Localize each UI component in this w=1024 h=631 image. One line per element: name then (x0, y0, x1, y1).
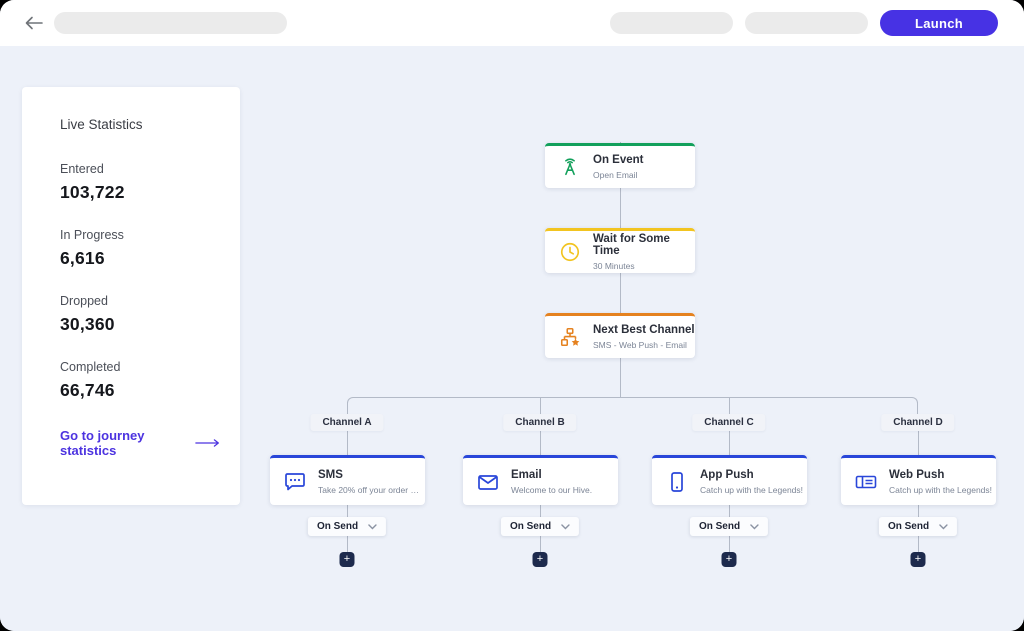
node-next-best-channel[interactable]: Next Best Channel SMS - Web Push - Email (545, 313, 695, 358)
journey-statistics-link[interactable]: Go to journey statistics (60, 428, 220, 458)
stat-value: 103,722 (60, 182, 125, 202)
node-text: Next Best Channel SMS - Web Push - Email (593, 324, 695, 350)
clock-icon (558, 240, 582, 264)
branch-connector-rail (347, 397, 918, 414)
journey-canvas[interactable]: Live Statistics Entered 103,722 In Progr… (0, 46, 1024, 631)
chevron-down-icon (939, 523, 948, 529)
node-title: App Push (700, 468, 754, 481)
node-subtitle: 30 Minutes (593, 261, 635, 271)
connector (729, 398, 730, 414)
connector (540, 398, 541, 414)
on-send-dropdown-sms[interactable]: On Send (307, 517, 387, 536)
connector (620, 188, 621, 228)
add-step-button[interactable]: + (910, 552, 926, 567)
journey-title-placeholder (54, 12, 287, 34)
launch-button[interactable]: Launch (880, 10, 998, 36)
app-push-icon (665, 470, 689, 494)
header-placeholder-2 (745, 12, 868, 34)
on-send-label: On Send (887, 521, 930, 532)
node-text: Web Push Catch up with the Legends! (889, 469, 992, 495)
sms-icon (283, 470, 307, 494)
back-arrow-icon (25, 16, 43, 30)
stat-label: Completed (60, 360, 121, 374)
on-send-dropdown-web-push[interactable]: On Send (878, 517, 958, 536)
node-title: SMS (318, 468, 343, 481)
connector (620, 358, 621, 398)
add-step-button[interactable]: + (532, 552, 548, 567)
node-email[interactable]: Email Welcome to our Hive. (463, 455, 618, 505)
chevron-down-icon (750, 523, 759, 529)
stat-value: 30,360 (60, 314, 115, 334)
email-icon (476, 470, 500, 494)
journey-statistics-link-label: Go to journey statistics (60, 428, 145, 458)
stat-entered: Entered 103,722 (60, 162, 220, 203)
stat-value: 6,616 (60, 248, 105, 268)
chevron-down-icon (561, 523, 570, 529)
node-title: On Event (593, 154, 644, 166)
node-title: Web Push (889, 468, 945, 481)
node-text: On Event Open Email (593, 154, 643, 180)
stat-dropped: Dropped 30,360 (60, 294, 220, 335)
on-send-label: On Send (698, 521, 741, 532)
on-send-dropdown-app-push[interactable]: On Send (689, 517, 769, 536)
node-subtitle: Catch up with the Legends! (700, 484, 804, 495)
node-subtitle: SMS - Web Push - Email (593, 340, 687, 350)
header-placeholder-1 (610, 12, 733, 34)
channel-b-label: Channel B (503, 414, 577, 431)
node-title: Wait for Some Time (593, 233, 670, 257)
chevron-down-icon (368, 523, 377, 529)
node-subtitle: Take 20% off your order with code ... (318, 484, 425, 495)
stat-in-progress: In Progress 6,616 (60, 228, 220, 269)
channel-d-label: Channel D (881, 414, 955, 431)
node-sms[interactable]: SMS Take 20% off your order with code ..… (270, 455, 425, 505)
node-text: App Push Catch up with the Legends! (700, 469, 803, 495)
connector (918, 431, 919, 455)
stat-value: 66,746 (60, 380, 115, 400)
antenna-icon (558, 155, 582, 179)
add-step-button[interactable]: + (339, 552, 355, 567)
connector (620, 273, 621, 313)
node-subtitle: Welcome to our Hive. (511, 484, 593, 495)
node-subtitle: Catch up with the Legends! (889, 484, 993, 495)
back-button[interactable] (22, 11, 46, 35)
connector (347, 431, 348, 455)
node-text: SMS Take 20% off your order with code ..… (318, 469, 425, 495)
arrow-right-icon (195, 439, 220, 447)
add-step-button[interactable]: + (721, 552, 737, 567)
live-statistics-panel: Live Statistics Entered 103,722 In Progr… (22, 87, 240, 505)
node-subtitle: Open Email (593, 170, 638, 180)
stats-panel-title: Live Statistics (60, 117, 143, 132)
channel-c-label: Channel C (692, 414, 766, 431)
connector (620, 142, 621, 143)
stat-label: In Progress (60, 228, 124, 242)
node-title: Next Best Channel (593, 324, 695, 336)
on-send-dropdown-email[interactable]: On Send (500, 517, 580, 536)
node-title: Email (511, 468, 542, 481)
top-bar: Launch (0, 0, 1024, 46)
stat-completed: Completed 66,746 (60, 360, 220, 401)
node-wait[interactable]: Wait for Some Time 30 Minutes (545, 228, 695, 273)
node-web-push[interactable]: Web Push Catch up with the Legends! (841, 455, 996, 505)
node-app-push[interactable]: App Push Catch up with the Legends! (652, 455, 807, 505)
stat-label: Dropped (60, 294, 108, 308)
node-on-event[interactable]: On Event Open Email (545, 143, 695, 188)
stat-label: Entered (60, 162, 104, 176)
channel-a-label: Channel A (310, 414, 384, 431)
node-text: Wait for Some Time 30 Minutes (593, 233, 695, 271)
connector (729, 431, 730, 455)
web-push-icon (854, 470, 878, 494)
connector (540, 431, 541, 455)
node-text: Email Welcome to our Hive. (511, 469, 592, 495)
sitemap-star-icon (558, 325, 582, 349)
on-send-label: On Send (509, 521, 552, 532)
on-send-label: On Send (316, 521, 359, 532)
